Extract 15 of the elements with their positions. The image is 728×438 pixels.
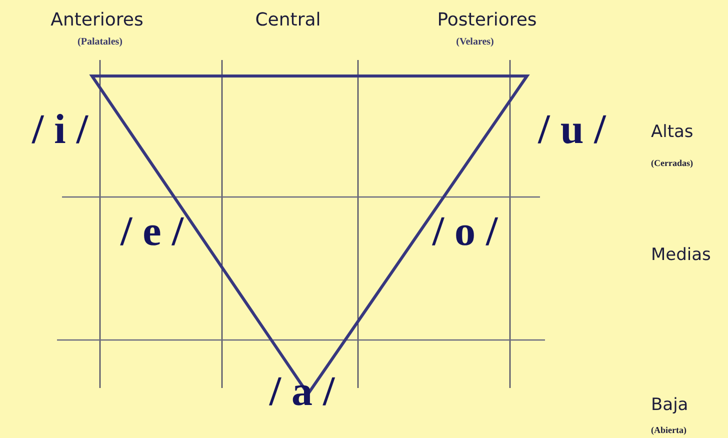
row-heading: Medias	[651, 245, 711, 265]
row-heading: Baja	[651, 395, 688, 415]
column-heading: Posteriores	[437, 10, 537, 30]
column-heading: Anteriores	[50, 10, 144, 30]
row-subheading: (Cerradas)	[651, 158, 693, 168]
vowel-symbol: / e /	[120, 208, 184, 256]
vowel-symbol: / o /	[432, 208, 498, 256]
row-subheading: (Abierta)	[651, 425, 686, 435]
vowel-symbol: / i /	[32, 106, 88, 154]
vowel-symbol: / u /	[538, 106, 606, 154]
column-subheading: (Palatales)	[78, 36, 122, 48]
column-subheading: (Velares)	[456, 36, 494, 48]
vowel-symbol: / a /	[269, 368, 335, 416]
row-heading: Altas	[651, 122, 694, 142]
column-heading: Central	[255, 10, 321, 30]
